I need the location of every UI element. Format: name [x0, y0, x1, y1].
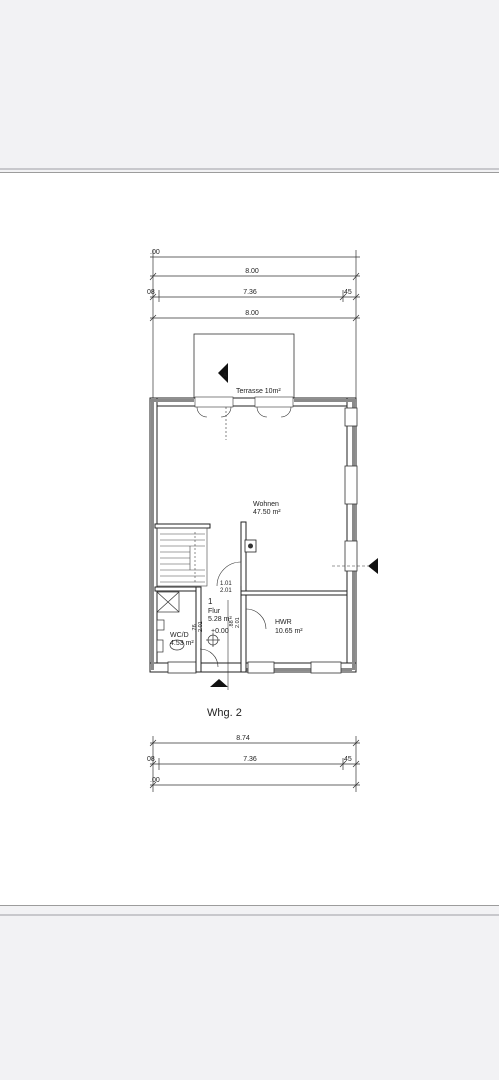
room-wohnen-name: Wohnen	[253, 501, 279, 508]
wall-hatch	[150, 399, 356, 671]
top-background	[0, 0, 499, 168]
room-wohnen-area: 47.50 m²	[253, 509, 281, 516]
door-1-width: 1.01	[220, 581, 232, 587]
door-2-height: 2.01	[235, 617, 241, 628]
section-marker-label: A	[223, 373, 227, 379]
section-marker-icon	[218, 363, 228, 383]
terrace-doors	[194, 396, 294, 440]
entrance-arrow-icon	[210, 679, 228, 687]
door-3-width: .76	[192, 624, 198, 632]
chimney-flue-icon	[248, 543, 253, 549]
bottom-dim-left-stub-2: .00	[150, 777, 160, 784]
shower-tray	[156, 591, 180, 613]
bottom-windows	[167, 661, 342, 674]
bottom-dim-right-stub: 45	[344, 756, 352, 763]
floor-plan-sheet	[0, 172, 499, 906]
room-flur-name: Flur	[208, 608, 221, 615]
room-wc-name: WC/D	[170, 632, 189, 639]
wc-fixtures	[156, 619, 185, 653]
top-dim-left-stub-2: 08	[147, 289, 155, 296]
bottom-dimension-lines	[149, 736, 360, 792]
bottom-dim-inner: 7.36	[243, 756, 257, 763]
side-section-marker-icon	[368, 558, 378, 574]
staircase	[156, 527, 208, 587]
bottom-separator	[0, 914, 499, 916]
door-3-height: 2.01	[198, 621, 204, 632]
entrance-level-marker-icon	[206, 633, 220, 647]
exterior-walls	[149, 397, 357, 673]
top-dim-overall: 8.00	[245, 268, 259, 275]
room-wc-area: 4.53 m²	[170, 640, 194, 647]
room-hwr-area: 10.65 m²	[275, 628, 303, 635]
door-2-width: .88	[229, 620, 235, 628]
door-1-height: 2.01	[220, 588, 232, 594]
bottom-background	[0, 920, 499, 1080]
top-dim-left-stub: .00	[150, 249, 160, 256]
room-flur-area: 5.28 m²	[208, 616, 232, 623]
bottom-dim-left-stub: 08	[147, 756, 155, 763]
room-flur-level: +0.00	[211, 628, 229, 635]
room-flur-number: 1	[208, 597, 213, 606]
terrace-label: Terrasse 10m²	[236, 388, 281, 395]
interior-walls	[154, 521, 348, 673]
interior-doors	[199, 561, 267, 690]
unit-label: Whg. 2	[207, 707, 242, 719]
top-dim-right-stub: 45	[344, 289, 352, 296]
top-dim-overall-2: 8.00	[245, 310, 259, 317]
room-hwr-name: HWR	[275, 619, 292, 626]
bottom-dim-overall: 8.74	[236, 735, 250, 742]
right-windows	[344, 407, 358, 572]
top-dimension-lines	[149, 250, 360, 400]
top-dim-inner: 7.36	[243, 289, 257, 296]
top-separator	[0, 168, 499, 170]
